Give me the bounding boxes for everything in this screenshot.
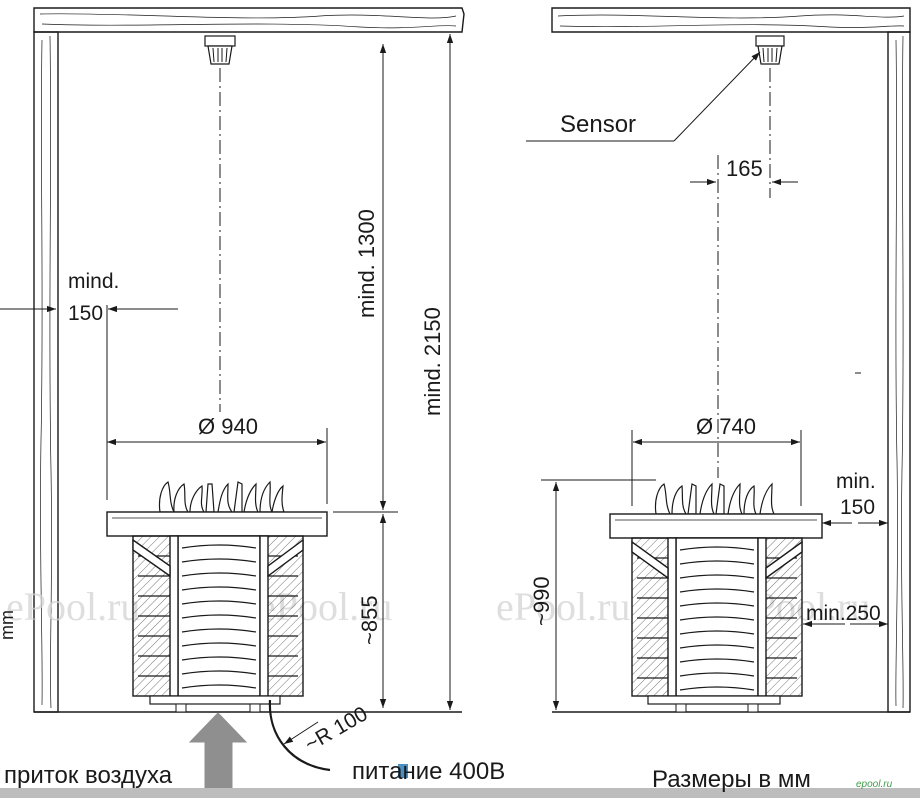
sensor-label: Sensor	[560, 111, 636, 138]
right-heater-top-plate	[609, 513, 823, 539]
left-heater-top-plate	[106, 511, 328, 537]
watermark-group: ePool.ru ePool.ru ePool.ru ePool.ru	[6, 584, 870, 629]
dim-mind-150	[0, 305, 178, 500]
power-supply-label: питание 400В	[352, 758, 506, 785]
left-room	[33, 7, 465, 713]
air-supply-arrow	[188, 712, 248, 791]
sensor-leader	[526, 51, 761, 142]
dim-diameter-940	[107, 428, 328, 504]
bottom-bar	[0, 788, 920, 798]
air-supply-label: приток воздуха	[4, 762, 173, 789]
right-heater	[609, 482, 823, 713]
dim-r100-label: ~R 100	[301, 702, 372, 756]
left-heater-center-panel	[177, 535, 261, 697]
watermark: ePool.ru	[6, 584, 140, 629]
mm-left-label: mm	[0, 610, 17, 640]
right-room-wall	[887, 31, 911, 713]
blue-marker	[398, 764, 408, 778]
dim-diameter-940-label: Ø 940	[198, 414, 258, 439]
left-heater	[106, 480, 328, 713]
left-heater-base	[149, 695, 281, 705]
dim-min-150-label: 150	[840, 496, 875, 519]
watermark: ePool.ru	[496, 584, 630, 629]
corner-logo: epool.ru	[856, 779, 893, 790]
dim-mind-150-label: 150	[68, 302, 103, 325]
dim-990	[541, 479, 656, 710]
dim-mind-2150-label: mind. 2150	[420, 307, 445, 416]
left-ceiling-sensor	[204, 35, 236, 65]
dim-min-label: min.	[836, 470, 876, 493]
right-room-ceiling	[551, 7, 911, 33]
dim-990-label: ~990	[529, 576, 554, 626]
right-room	[551, 7, 911, 713]
dimensions-note: Размеры в мм	[652, 766, 811, 793]
dim-mind-label: mind.	[68, 270, 119, 293]
dim-mind-1300	[333, 44, 398, 513]
dim-min-250-label: min.250	[806, 602, 881, 625]
left-heater-stones	[158, 480, 285, 513]
dim-diameter-740	[631, 430, 802, 506]
dim-diameter-740-label: Ø 740	[696, 414, 756, 439]
right-ceiling-sensor	[755, 35, 785, 65]
right-heater-base	[647, 695, 781, 705]
right-heater-stones	[654, 482, 775, 515]
dim-mind-1300-label: mind. 1300	[354, 209, 379, 318]
dim-165-label: 165	[726, 156, 763, 181]
left-room-ceiling	[33, 7, 465, 33]
dim-855-label: ~855	[357, 595, 382, 645]
power-cable	[268, 699, 331, 772]
